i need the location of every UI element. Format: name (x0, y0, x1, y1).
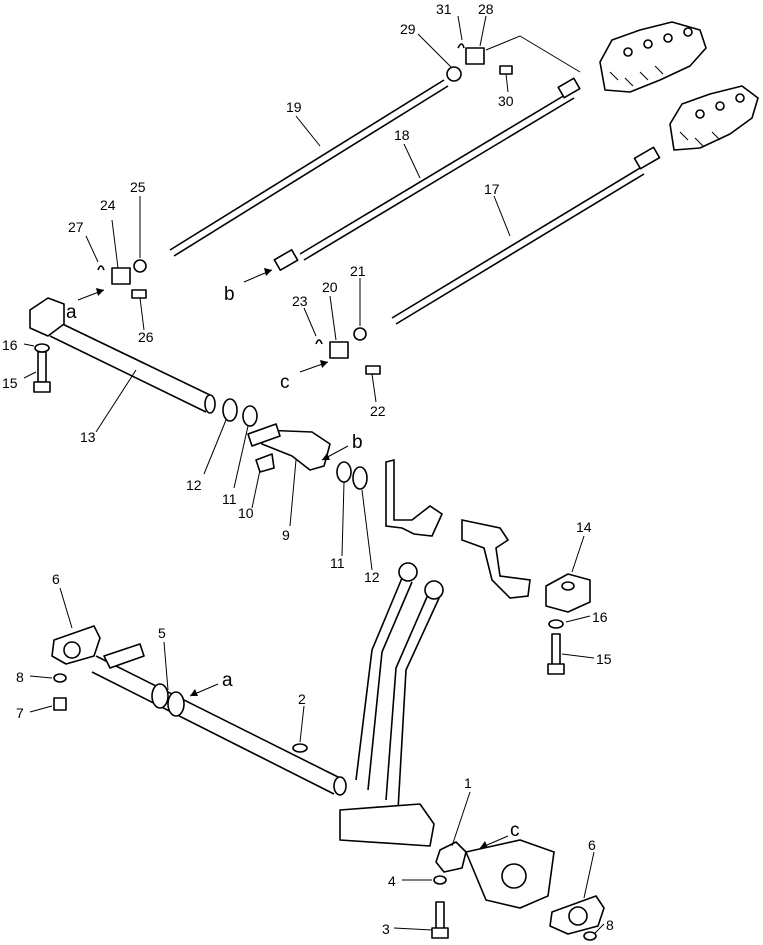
bolt-7 (53, 697, 67, 711)
callout-11a: 11 (222, 491, 237, 507)
ref-c-upper: c (280, 360, 329, 393)
pin-30 (499, 65, 513, 75)
callout-8b: 8 (606, 917, 614, 933)
shaft-13 (29, 297, 216, 414)
callout-29: 29 (400, 21, 416, 37)
washer-8-right (583, 931, 597, 941)
rod-17 (391, 146, 661, 325)
bearing-6-left (51, 625, 101, 665)
bolt-3 (431, 901, 449, 939)
callout-31: 31 (436, 1, 452, 17)
nut-21 (353, 327, 367, 341)
pin-31 (457, 43, 465, 49)
callout-8a: 8 (16, 669, 24, 685)
callout-12b: 12 (364, 569, 380, 585)
rod-18 (273, 77, 581, 271)
pin-27 (97, 265, 105, 271)
rod-19 (169, 79, 449, 257)
callout-26: 26 (138, 329, 154, 345)
middle-bracket (385, 458, 531, 599)
bushing-11-upper (242, 405, 258, 427)
callout-9: 9 (282, 527, 290, 543)
bushing-11-lower (336, 461, 352, 483)
ref-b-lower: b (321, 432, 363, 461)
pin-26 (131, 289, 147, 299)
leader-lines (23, 15, 605, 935)
ref-b-lower-label: b (352, 432, 363, 453)
callout-1: 1 (464, 775, 472, 791)
washer-16-left (34, 343, 50, 353)
washer-4 (433, 875, 447, 885)
callout-23: 23 (292, 293, 308, 309)
pin-22 (365, 365, 381, 375)
pin-23 (315, 339, 323, 345)
callout-11b: 11 (330, 555, 345, 571)
callout-13: 13 (80, 429, 96, 445)
callout-10: 10 (238, 505, 254, 521)
callout-4: 4 (388, 873, 396, 889)
callout-27: 27 (68, 219, 84, 235)
ref-b-upper: b (224, 268, 273, 305)
callout-20: 20 (322, 279, 338, 295)
callout-7: 7 (16, 705, 24, 721)
callouts: 1 2 3 4 5 6 6 7 8 8 9 10 11 11 12 12 13 … (2, 1, 614, 937)
callout-21: 21 (350, 263, 366, 279)
ref-c-upper-label: c (280, 372, 290, 393)
ref-a-upper: a (66, 288, 105, 323)
callout-16a: 16 (2, 337, 18, 353)
washer-8-left (53, 673, 67, 683)
callout-14: 14 (576, 519, 592, 535)
callout-16b: 16 (592, 609, 608, 625)
control-valve-upper (599, 21, 707, 93)
callout-6a: 6 (52, 571, 60, 587)
bolt-15-left (33, 351, 51, 393)
callout-15a: 15 (2, 375, 18, 391)
callout-19: 19 (286, 99, 302, 115)
callout-25: 25 (130, 179, 146, 195)
callout-22: 22 (370, 403, 386, 419)
callout-17: 17 (484, 181, 500, 197)
callout-15b: 15 (596, 651, 612, 667)
ref-c-lower: c (479, 820, 520, 849)
control-lever-assembly (339, 562, 444, 847)
callout-30: 30 (498, 93, 514, 109)
callout-3: 3 (382, 921, 390, 937)
pin-2 (292, 743, 308, 753)
nut-25 (133, 259, 147, 273)
block-14 (545, 573, 591, 613)
bearing-6-right (549, 895, 605, 935)
ref-b-upper-label: b (224, 284, 235, 305)
bushing-12-upper (222, 398, 238, 422)
clevis-20 (329, 341, 349, 359)
callout-6b: 6 (588, 837, 596, 853)
callout-5: 5 (158, 625, 166, 641)
lower-shaft-5 (91, 643, 347, 796)
bracket-1 (435, 841, 467, 873)
ref-a-upper-label: a (66, 302, 77, 323)
callout-18: 18 (394, 127, 410, 143)
ref-c-lower-label: c (510, 820, 520, 841)
nut-29 (446, 66, 462, 82)
ref-a-lower-label: a (222, 670, 233, 691)
callout-28: 28 (478, 1, 494, 17)
clevis-28 (465, 47, 485, 65)
bolt-15-right (547, 633, 565, 675)
clevis-24 (111, 267, 131, 285)
control-valve-lower (669, 85, 759, 151)
bushing-12-lower (352, 466, 368, 490)
callout-2: 2 (298, 691, 306, 707)
lever-9 (247, 423, 331, 471)
callout-12a: 12 (186, 477, 202, 493)
lower-right-linkage (464, 839, 555, 909)
ref-a-lower: a (189, 670, 233, 697)
callout-24: 24 (100, 197, 116, 213)
washer-16-right (548, 619, 564, 629)
bracket-10 (255, 453, 275, 473)
